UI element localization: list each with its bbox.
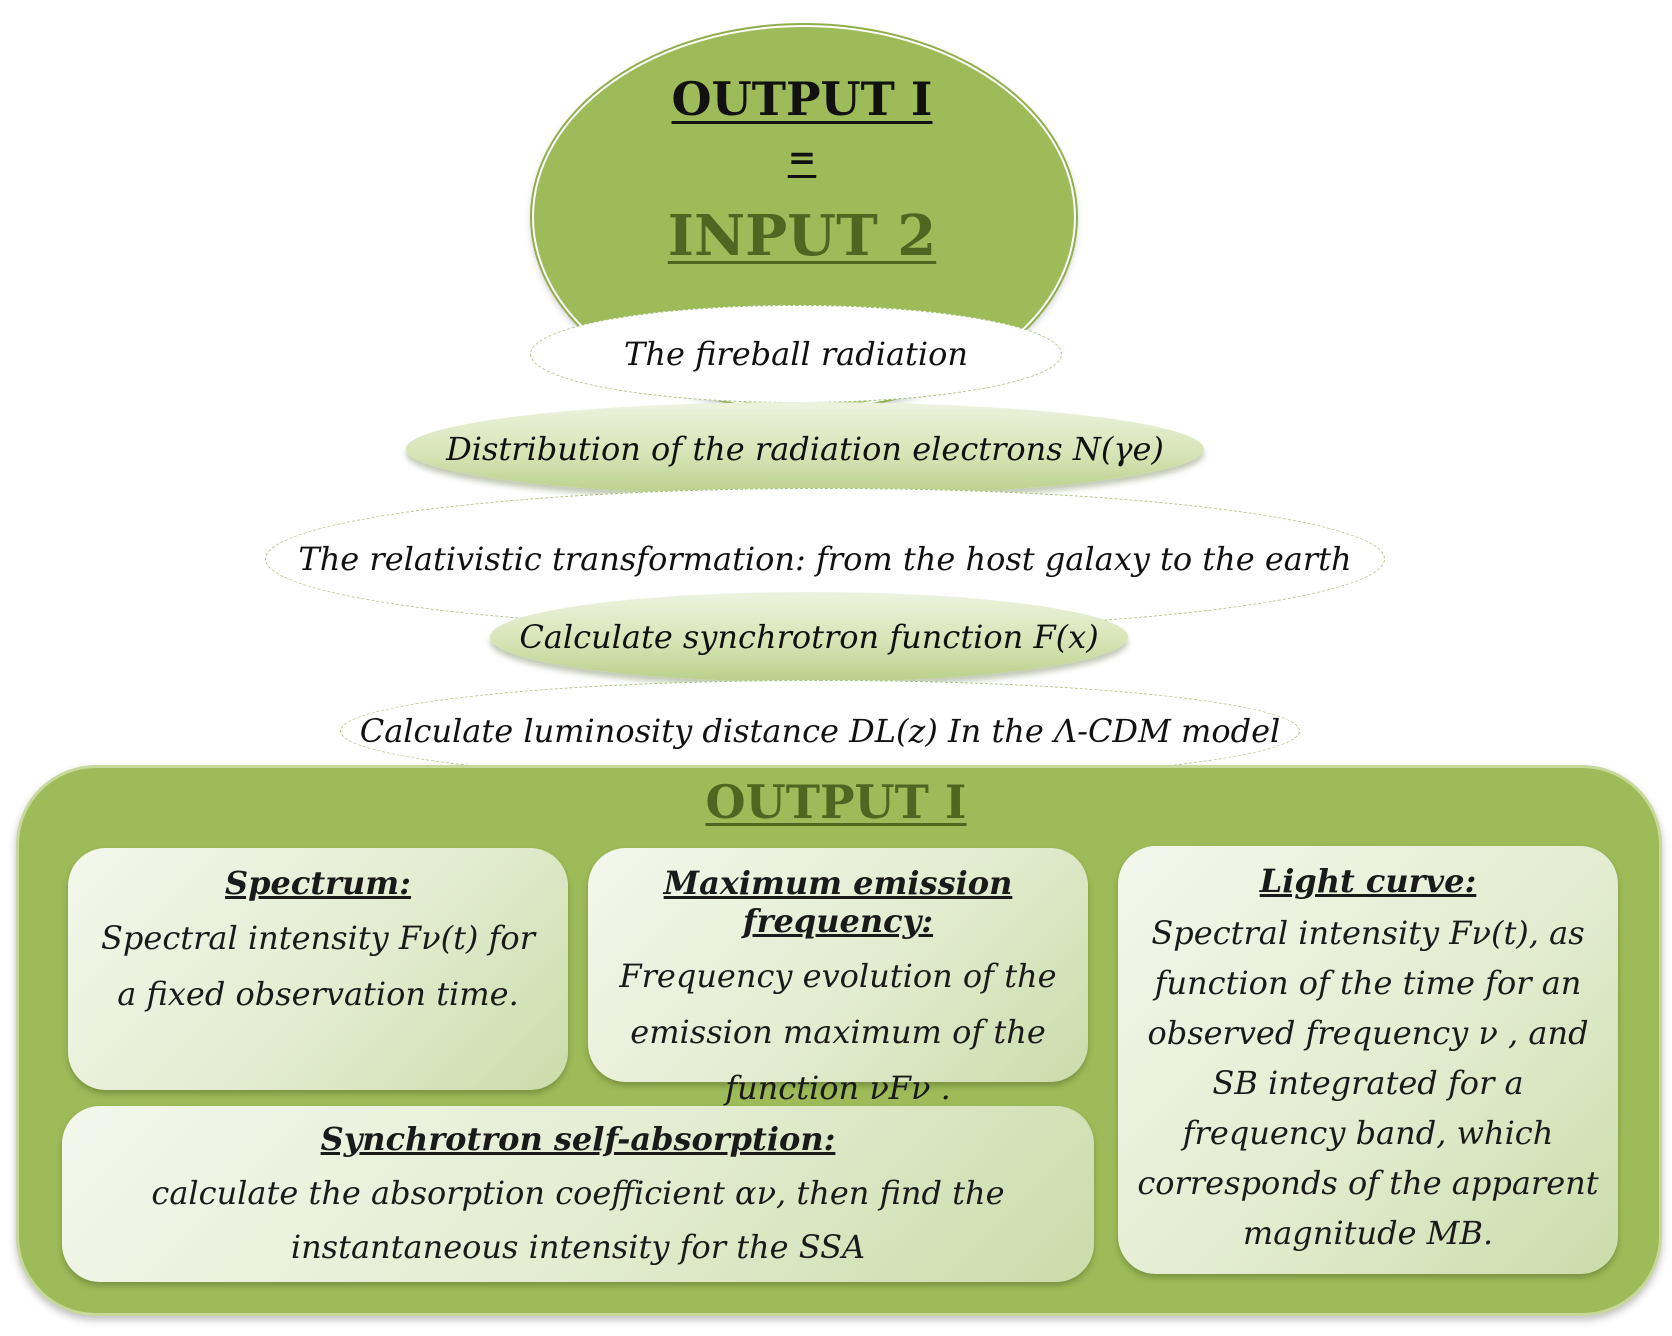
step-electron-distribution: Distribution of the radiation electrons … xyxy=(406,402,1204,496)
card-light-curve: Light curve: Spectral intensity Fν(t), a… xyxy=(1118,846,1618,1274)
card-spectrum: Spectrum: Spectral intensity Fν(t) for a… xyxy=(68,848,568,1090)
card-title: Spectrum: xyxy=(225,864,411,902)
card-title: Maximum emission frequency: xyxy=(663,864,1013,940)
step-fireball-radiation: The fireball radiation xyxy=(530,305,1062,403)
card-synchrotron-self-absorption: Synchrotron self-absorption: calculate t… xyxy=(62,1106,1094,1282)
step-label: Distribution of the radiation electrons … xyxy=(446,430,1164,468)
step-synchrotron-function: Calculate synchrotron function F(x) xyxy=(490,592,1128,682)
step-label: Calculate luminosity distance DL(z) In t… xyxy=(359,712,1281,750)
step-label: The relativistic transformation: from th… xyxy=(298,540,1352,578)
output-box-title: OUTPUT I xyxy=(705,775,967,829)
card-body: Spectral intensity Fν(t), as function of… xyxy=(1137,914,1599,1252)
step-label: The fireball radiation xyxy=(624,335,968,373)
card-max-emission-frequency: Maximum emission frequency: Frequency ev… xyxy=(588,848,1088,1107)
card-body: Frequency evolution of the emission maxi… xyxy=(619,957,1057,1107)
card-title: Light curve: xyxy=(1259,862,1477,900)
card-body: calculate the absorption coefficient αν,… xyxy=(151,1174,1005,1266)
card-body: Spectral intensity Fν(t) for a fixed obs… xyxy=(101,919,535,1013)
top-input-title: INPUT 2 xyxy=(667,203,937,269)
card-title: Synchrotron self-absorption: xyxy=(320,1120,836,1158)
top-output-title: OUTPUT I xyxy=(671,72,933,126)
step-label: Calculate synchrotron function F(x) xyxy=(519,618,1099,656)
top-equals-sign: = xyxy=(787,138,817,178)
